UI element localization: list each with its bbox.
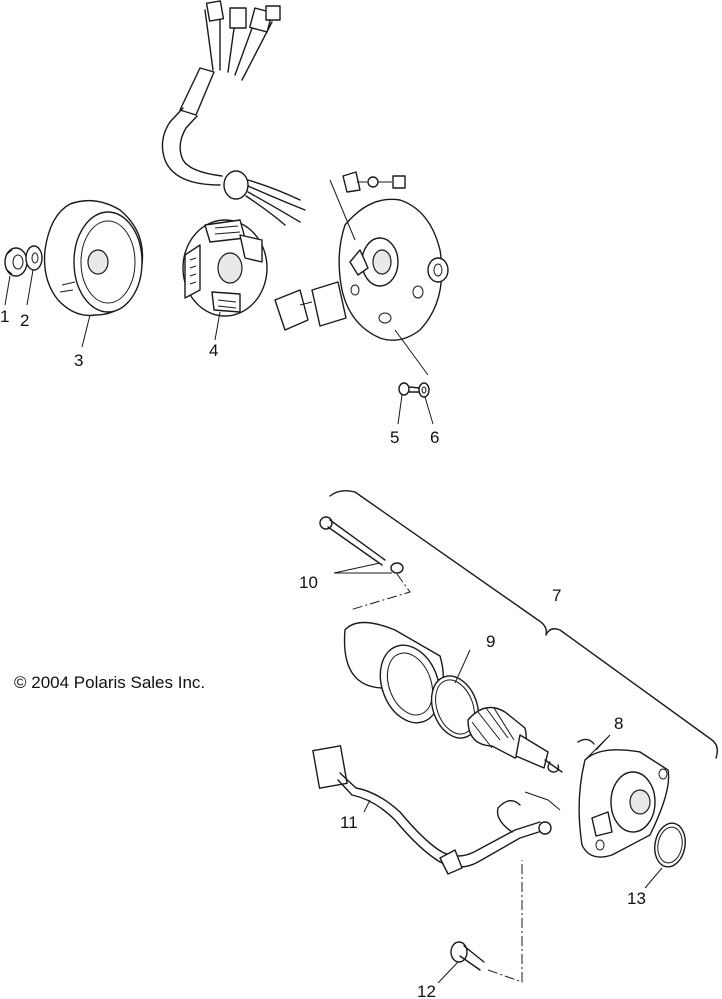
- callout-9: 9: [486, 632, 495, 651]
- copyright-text: © 2004 Polaris Sales Inc.: [14, 673, 206, 692]
- end-o-ring-part: [654, 822, 686, 868]
- callout-1: 1: [0, 307, 9, 326]
- stator-part: [182, 219, 268, 317]
- lockwasher-part: [418, 382, 430, 398]
- washer-part: [25, 245, 43, 271]
- armature-part: [467, 706, 563, 773]
- callout-13: 13: [627, 889, 646, 908]
- callout-11: 11: [340, 813, 358, 832]
- callout-7: 7: [552, 586, 561, 605]
- wiring-harness: [161, 0, 306, 226]
- callout-6: 6: [430, 428, 439, 447]
- starter-cable-part: [312, 745, 561, 875]
- starter-group-bracket: [329, 489, 719, 759]
- screw-part: [398, 382, 421, 396]
- stator-plate-part: [329, 179, 449, 341]
- through-bolt-part: [319, 516, 411, 611]
- callout-3: 3: [74, 351, 83, 370]
- clamp-hardware: [342, 171, 406, 193]
- callout-5: 5: [390, 428, 399, 447]
- pickup-part: [274, 281, 347, 331]
- upper-leader-lines: [4, 269, 434, 425]
- callout-10: 10: [299, 573, 318, 592]
- flywheel-part: [43, 199, 144, 317]
- callout-12: 12: [417, 982, 436, 999]
- clip-part: [547, 738, 595, 773]
- end-housing-part: [578, 749, 670, 858]
- starter-yoke-part: [343, 621, 444, 724]
- nut-part: [4, 247, 28, 277]
- callout-labels: 1 2 3 4 5 6 7 8 9 10 11 12 13: [0, 307, 646, 999]
- callout-8: 8: [614, 714, 623, 733]
- lower-leader-lines: [363, 649, 663, 984]
- mounting-bolt-part: [450, 860, 523, 983]
- callout-4: 4: [209, 341, 218, 360]
- callout-2: 2: [20, 311, 29, 330]
